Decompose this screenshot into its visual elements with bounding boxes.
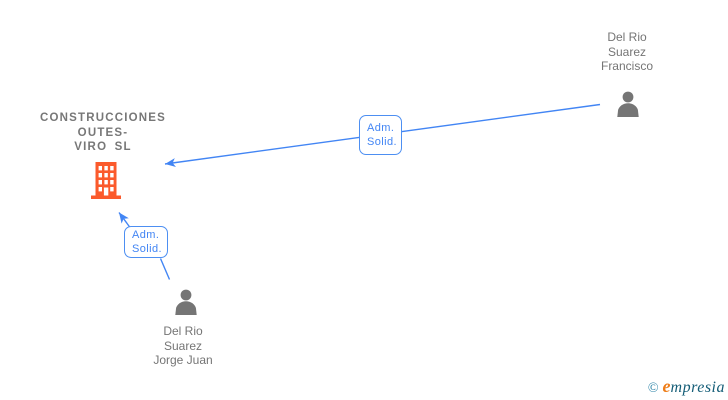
logo-lead-letter: e [662,376,671,396]
edge-label-jorge-juan: Adm. Solid. [124,226,168,258]
company-name-line: CONSTRUCCIONES [39,112,167,124]
edge-label-line: Adm. [132,229,160,241]
person-name-line: Del Rio [607,30,647,44]
edge-label-line: Adm. [367,122,395,134]
copyright-icon: © [647,381,659,396]
person-name-line: Francisco [600,59,653,73]
person-label-francisco[interactable]: Del Rio Suarez Francisco [567,30,687,74]
empresia-logo: © e mpresia [648,376,725,397]
edge-jorge-line-from-person [159,258,171,280]
person-name-line: Suarez [163,338,203,353]
edge-label-line: Solid. [367,136,397,148]
building-icon[interactable] [90,162,122,205]
company-name-line: VIRO SL [74,141,132,153]
edge-label-line: Solid. [132,243,162,255]
person-icon-francisco[interactable] [614,91,642,122]
person-name-line: Del Rio [163,324,203,338]
person-icon-jorge-juan[interactable] [172,289,200,320]
edge-label-francisco: Adm. Solid. [359,115,402,155]
person-name-line: Suarez [607,44,647,59]
company-name[interactable]: CONSTRUCCIONES OUTES- VIRO SL [20,111,186,155]
person-name-line: Jorge Juan [153,353,213,367]
logo-rest-text: mpresia [670,379,725,396]
person-label-jorge-juan[interactable]: Del Rio Suarez Jorge Juan [123,324,243,368]
company-name-line: OUTES- [77,126,129,139]
